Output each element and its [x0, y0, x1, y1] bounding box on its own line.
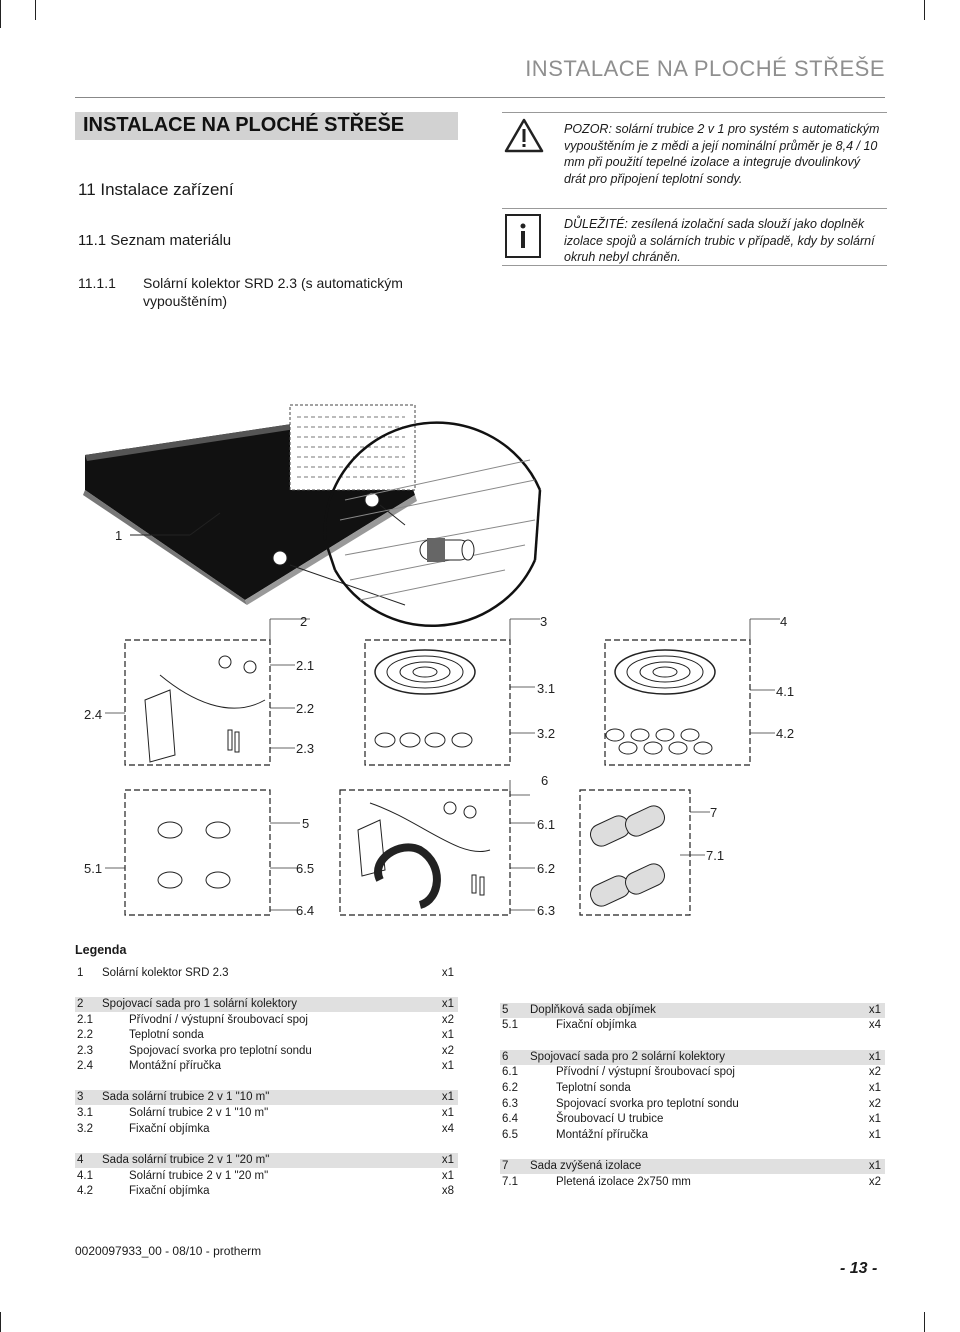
callout-6-4: 6.4 — [296, 903, 315, 918]
section-title-bar: INSTALACE NA PLOCHÉ STŘEŠE — [75, 112, 458, 140]
callout-5: 5 — [302, 816, 310, 831]
callout-2-2: 2.2 — [296, 701, 315, 716]
info-icon — [505, 214, 541, 258]
crop-mark — [924, 1312, 925, 1332]
info-text: DŮLEŽITÉ: zesílená izolační sada slouží … — [564, 217, 875, 264]
callout-3: 3 — [540, 614, 548, 629]
callout-3-2: 3.2 — [537, 726, 556, 741]
note-rule-mid — [502, 208, 887, 209]
warning-text: POZOR: solární trubice 2 v 1 pro systém … — [564, 122, 880, 186]
callout-6: 6 — [541, 773, 549, 788]
callout-4: 4 — [780, 614, 788, 629]
header-rule — [75, 97, 885, 98]
document-code: 0020097933_00 - 08/10 - protherm — [75, 1244, 262, 1258]
callout-5-1: 5.1 — [84, 861, 103, 876]
heading-1: 11 Instalace zařízení — [78, 180, 234, 199]
crop-mark — [924, 0, 925, 20]
kit-illustrations — [124, 639, 751, 916]
callout-4-2: 4.2 — [776, 726, 795, 741]
solar-collector-illustration — [83, 404, 417, 606]
callout-6-3: 6.3 — [537, 903, 556, 918]
section-title: INSTALACE NA PLOCHÉ STŘEŠE — [83, 114, 405, 136]
heading-2: 11.1 Seznam materiálu — [78, 232, 232, 249]
crop-mark — [0, 1312, 1, 1332]
callout-7: 7 — [710, 805, 718, 820]
callout-6-2: 6.2 — [537, 861, 556, 876]
callout-2-4: 2.4 — [84, 707, 103, 722]
heading-3-text: Solární kolektor SRD 2.3 (s automatickým… — [143, 275, 403, 309]
legend-title: Legenda — [75, 943, 127, 957]
connector-detail-illustration — [323, 421, 542, 628]
callout-6-1: 6.1 — [537, 817, 556, 832]
callout-1: 1 — [115, 528, 123, 543]
callout-2-1: 2.1 — [296, 658, 315, 673]
warning-triangle-icon — [504, 118, 544, 154]
crop-mark — [0, 0, 1, 28]
callout-4-1: 4.1 — [776, 684, 795, 699]
callout-3-1: 3.1 — [537, 681, 556, 696]
callout-6-5: 6.5 — [296, 861, 315, 876]
heading-3: 11.1.1 Solární kolektor SRD 2.3 (s autom… — [78, 274, 478, 314]
note-rule-bottom — [502, 265, 887, 266]
heading-3-number: 11.1.1 — [78, 275, 116, 291]
callout-2-3: 2.3 — [296, 741, 315, 756]
running-header: INSTALACE NA PLOCHÉ STŘEŠE — [525, 56, 885, 81]
leader-lines — [105, 618, 780, 911]
callout-7-1: 7.1 — [706, 848, 725, 863]
crop-mark — [35, 0, 36, 20]
callout-2: 2 — [300, 614, 308, 629]
note-rule-top — [502, 112, 887, 113]
page-number: - 13 - — [840, 1260, 878, 1277]
